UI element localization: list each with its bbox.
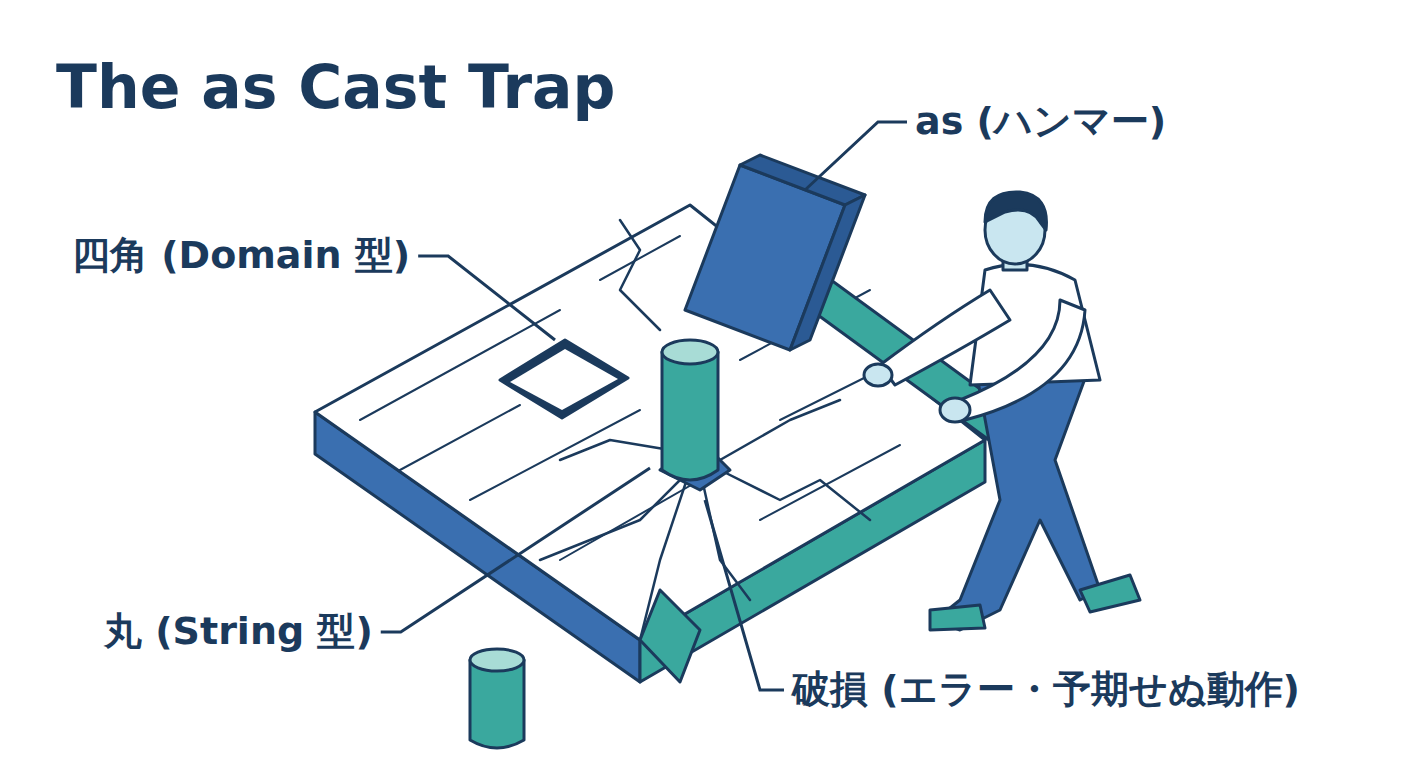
callout-label: 四角 (Domain 型) (72, 233, 410, 279)
leader-line (705, 500, 784, 690)
callout-label: 破損 (エラー・予期せぬ動作) (792, 667, 1300, 713)
leader-line (805, 122, 907, 190)
square-hole (500, 340, 628, 418)
person (864, 192, 1140, 630)
callout-label: 丸 (String 型) (104, 609, 373, 655)
callout-label: as (ハンマー) (915, 99, 1166, 145)
leader-line (381, 468, 650, 632)
board-top (315, 205, 985, 640)
loose-peg (470, 649, 524, 748)
title: The as Cast Trap (56, 52, 615, 122)
leader-line (418, 256, 555, 340)
round-peg (662, 352, 718, 480)
